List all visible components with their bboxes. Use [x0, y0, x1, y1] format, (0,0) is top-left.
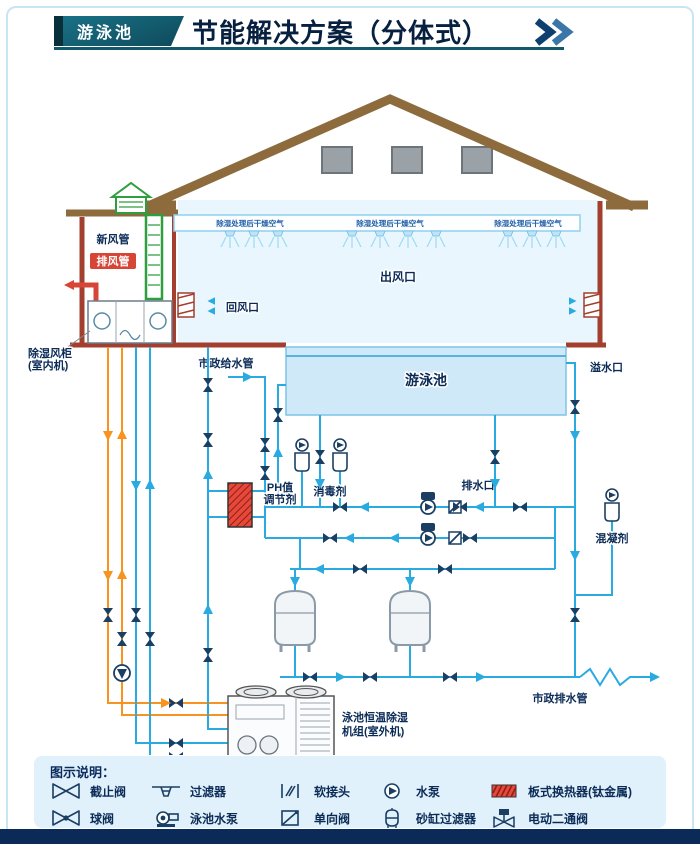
- legend-item: 过滤器: [150, 780, 274, 802]
- legend-item-label: 电动二通阀: [528, 811, 589, 826]
- indoor-unit-leader: [61, 330, 91, 352]
- pool-label: 游泳池: [405, 372, 447, 388]
- ph-label-2: 调节剂: [264, 492, 297, 506]
- indoor-unit-label-2: (室内机): [28, 358, 69, 372]
- valves: [103, 378, 580, 755]
- exhaust-duct-pipe: [72, 282, 99, 301]
- check-valve: [448, 531, 462, 545]
- legend-item-label: 截止阀: [90, 784, 127, 799]
- municipal-supply-label: 市政给水管: [199, 356, 254, 370]
- side-grille: [583, 292, 601, 318]
- legend-item: 电动二通阀: [488, 807, 660, 829]
- pool-pump-1: [420, 491, 436, 515]
- exhaust-arrow: [64, 280, 74, 290]
- legend-item: 单向阀: [274, 807, 376, 829]
- plate-heat-exchanger: [227, 482, 253, 528]
- legend-item-label: 单向阀: [314, 811, 351, 826]
- legend-item: 截止阀: [50, 780, 150, 802]
- soft-joint-icon: [281, 784, 299, 798]
- page-title: 节能解决方案（分体式）: [192, 18, 490, 48]
- outdoor-unit-label-2: 机组(室外机): [342, 724, 405, 738]
- coagulant-dosing-unit: [604, 488, 620, 522]
- check-valve-icon: [281, 810, 299, 826]
- ribbon-accent: [54, 16, 63, 46]
- legend-panel: 图示说明： 截止阀 过滤器 软接头 水泵: [34, 756, 666, 828]
- legend-item-label: 软接头: [314, 784, 351, 799]
- ph-label-1: PH值: [267, 480, 293, 494]
- ph-dosing-unit: [294, 438, 310, 472]
- legend-item-label: 砂缸过滤器: [416, 811, 477, 826]
- outdoor-unit-label-1: 泳池恒温除湿: [342, 710, 408, 724]
- air-outlet-label: 出风口: [380, 269, 416, 284]
- filter-icon: [152, 786, 180, 797]
- dry-air-label-1: 除湿处理后干燥空气: [216, 218, 284, 228]
- legend-item: 砂缸过滤器: [376, 807, 488, 829]
- header-ribbon: 游泳池: [54, 16, 184, 46]
- circulation-pump: [113, 664, 131, 682]
- sand-filter-icon: [385, 808, 399, 828]
- pool-pump-2: [420, 522, 436, 546]
- legend-item: 板式换热器(钛金属): [488, 780, 660, 802]
- legend-item: 球阀: [50, 807, 150, 829]
- dry-air-label-2: 除湿处理后干燥空气: [356, 218, 424, 228]
- orange-pipes: [107, 347, 228, 716]
- disinfectant-dosing-unit: [332, 438, 348, 472]
- exhaust-duct-badge: [90, 253, 136, 269]
- legend-item-label: 过滤器: [190, 784, 227, 799]
- dry-air-label-3: 除湿处理后干燥空气: [494, 218, 562, 228]
- outdoor-unit: [227, 685, 335, 755]
- legend-item-label: 板式换热器(钛金属): [528, 784, 632, 799]
- return-grille: [177, 292, 195, 318]
- skylight-windows: [321, 146, 493, 174]
- legend-item: 泳池水泵: [150, 807, 274, 829]
- flow-arrows: [103, 372, 660, 708]
- footer-bar: [0, 829, 700, 844]
- plate-heat-exchanger-icon: [491, 784, 517, 798]
- water-pump-icon: [384, 783, 400, 799]
- municipal-drain-label: 市政排水管: [533, 691, 588, 705]
- legend-item-label: 泳池水泵: [190, 811, 239, 826]
- legend-item: 水泵: [376, 780, 488, 802]
- drain-outlet-label: 排水口: [462, 478, 495, 492]
- roof-vent: [108, 181, 154, 214]
- indoor-unit: [87, 300, 173, 344]
- electric-two-way-valve-icon: [493, 809, 515, 828]
- double-chevron-icon: [534, 18, 574, 46]
- legend-item-label: 球阀: [90, 811, 115, 826]
- legend-grid: 截止阀 过滤器 软接头 水泵 板式换热器(钛: [50, 780, 660, 829]
- header-underline: [54, 47, 564, 50]
- coagulant-label: 混凝剂: [596, 531, 629, 545]
- pool-pump-icon: [156, 811, 179, 827]
- building: 排风管 新风管 除湿风柜 (室内机) 除湿处理后干燥空气 除湿处理后干燥空气 除…: [27, 94, 648, 374]
- fresh-air-duct: [144, 213, 164, 301]
- main-roof: [144, 94, 636, 212]
- legend-item-label: 水泵: [416, 784, 441, 799]
- stop-valve-icon: [52, 783, 80, 799]
- return-air-label: 回风口: [226, 300, 259, 314]
- swimming-pool: 游泳池: [285, 346, 567, 416]
- sand-filter-1: [273, 589, 317, 654]
- disinfectant-label: 消毒剂: [314, 484, 347, 498]
- indoor-unit-label-1: 除湿风柜: [28, 346, 72, 360]
- legend-item: 软接头: [274, 780, 376, 802]
- sand-filter-2: [388, 589, 432, 654]
- legend-title: 图示说明：: [50, 765, 116, 780]
- exhaust-duct-label: 排风管: [97, 254, 130, 268]
- ribbon-label: 游泳池: [77, 25, 135, 42]
- fresh-air-duct-label: 新风管: [97, 232, 130, 246]
- overflow-label: 溢水口: [590, 360, 623, 374]
- schematic-diagram: 排风管 新风管 除湿风柜 (室内机) 除湿处理后干燥空气 除湿处理后干燥空气 除…: [27, 94, 660, 755]
- ball-valve-icon: [52, 810, 80, 826]
